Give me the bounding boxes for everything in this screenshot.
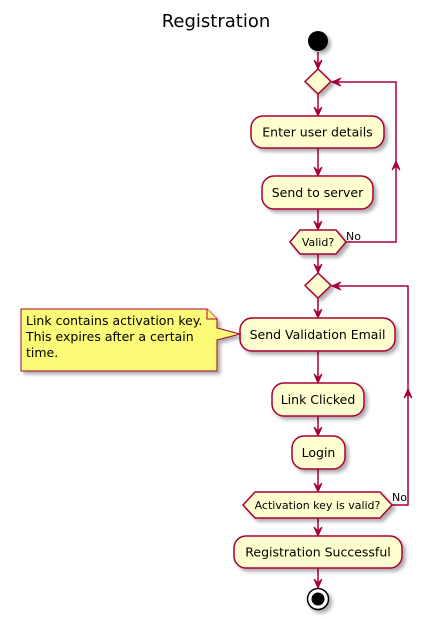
arrow-to-keyvalid [313, 482, 323, 494]
activity-enter-user-details: Enter user details [250, 115, 385, 149]
activity-send-to-server-label: Send to server [272, 185, 364, 200]
decision-activation-key-valid: Activation key is valid? [241, 491, 394, 519]
merge-diamond-1 [303, 67, 333, 96]
arrow-loop1-into-merge1 [330, 77, 342, 87]
arrow-to-valid [313, 220, 323, 232]
edge-keyvalid-no-loop [332, 285, 409, 506]
decision-valid: Valid? [289, 229, 347, 255]
arrow-to-enter [313, 106, 323, 118]
activity-send-validation-email-label: Send Validation Email [250, 327, 386, 342]
edge-label-key-valid-no: No [392, 491, 407, 504]
edge-valid-no-loop [332, 81, 397, 243]
end-node [306, 587, 330, 611]
activity-registration-successful: Registration Successful [233, 535, 403, 569]
activity-login-label: Login [302, 445, 336, 460]
arrow-to-merge2 [313, 263, 323, 275]
activity-registration-successful-label: Registration Successful [245, 545, 390, 560]
activity-link-clicked: Link Clicked [271, 382, 365, 417]
note-line-2: This expires after a certain [25, 329, 194, 344]
arrowheads [313, 59, 413, 590]
arrow-to-success [313, 526, 323, 538]
activity-send-validation-email: Send Validation Email [239, 317, 396, 352]
note-line-1: Link contains activation key. [26, 313, 202, 328]
arrow-loop2-into-merge2 [330, 281, 342, 291]
arrow-to-login [313, 426, 323, 438]
activity-send-to-server: Send to server [261, 175, 374, 210]
note: Link contains activation key. This expir… [20, 308, 242, 372]
arrow-loop1-up [391, 159, 401, 171]
arrow-to-email [313, 308, 323, 320]
decision-valid-label: Valid? [302, 236, 335, 249]
edge-label-valid-no: No [346, 230, 361, 243]
note-line-3: time. [26, 345, 58, 360]
start-node [308, 31, 328, 51]
arrow-to-end [313, 578, 323, 590]
arrow-to-send [313, 166, 323, 178]
merge-diamond-2 [303, 271, 333, 300]
arrow-to-merge1 [313, 59, 323, 71]
diagram-title: Registration [162, 11, 271, 32]
arrow-loop2-up [403, 387, 413, 399]
activity-link-clicked-label: Link Clicked [281, 392, 356, 407]
arrow-to-link [313, 373, 323, 385]
decision-activation-key-valid-label: Activation key is valid? [255, 499, 381, 512]
activity-login: Login [291, 435, 346, 470]
activity-enter-user-details-label: Enter user details [262, 125, 372, 140]
